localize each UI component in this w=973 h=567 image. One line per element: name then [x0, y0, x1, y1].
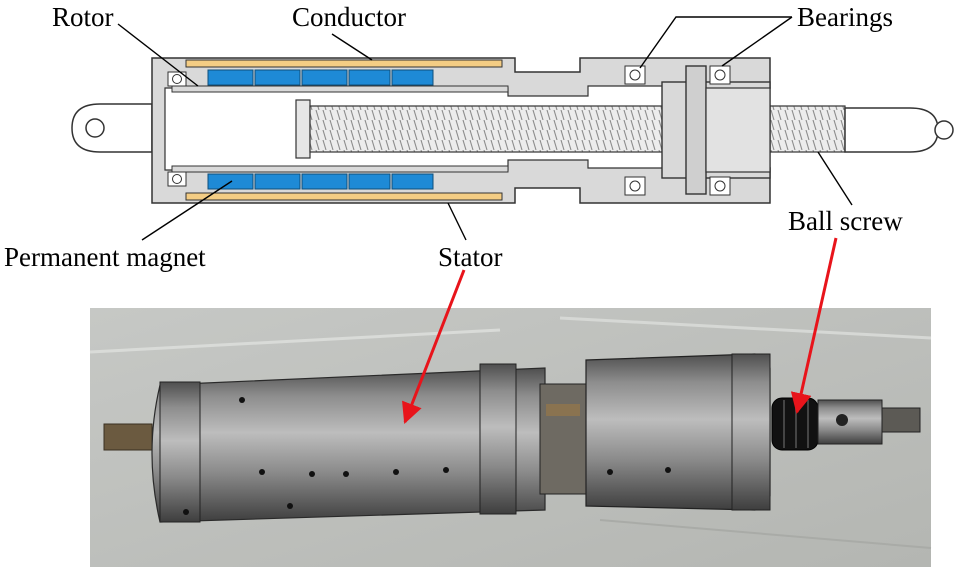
rotor-bearing-bottom — [167, 171, 187, 187]
cross-section-drawing — [71, 57, 954, 204]
rotor-sleeve-top — [171, 85, 509, 93]
photo-left-shaft — [103, 423, 153, 451]
label-ball-screw: Ball screw — [788, 206, 903, 236]
magnets-top — [207, 69, 434, 86]
stator-pointer-arrow — [402, 269, 466, 424]
shaft-coupling — [705, 87, 771, 173]
stator-leader — [447, 202, 467, 241]
rotor-bearing-top — [167, 71, 187, 87]
support-bearing-right-bottom — [709, 176, 731, 196]
left-mount-lug — [71, 103, 153, 153]
photo-rod-tip — [881, 407, 921, 433]
photo-rod-end — [817, 399, 883, 445]
photo-mid-ring — [479, 363, 517, 515]
label-stator: Stator — [438, 242, 503, 272]
label-permanent-magnet: Permanent magnet — [4, 242, 206, 272]
left-mount-hole — [85, 118, 105, 138]
pointer-arrows — [402, 237, 838, 424]
photo-housing-ring — [731, 353, 771, 511]
ball-screw-leader — [817, 151, 853, 206]
conductor-leader — [331, 33, 373, 61]
support-bearing-left-bottom — [624, 176, 646, 196]
right-mount-hole — [934, 120, 954, 140]
rotor-sleeve-bottom — [171, 165, 509, 173]
screw-nut-flange — [295, 99, 311, 159]
conductor-bottom — [185, 192, 503, 201]
prototype-photo — [89, 308, 932, 567]
photo-end-ring — [159, 381, 201, 523]
label-bearings: Bearings — [797, 2, 893, 32]
photo-coupling — [539, 383, 587, 495]
screw-shaft-inner — [309, 105, 666, 153]
right-rod-end — [844, 107, 939, 153]
ball-screw-pointer-arrow — [790, 237, 838, 415]
bearings-leader-right — [721, 16, 793, 67]
conductor-top — [185, 59, 503, 68]
bearings-leader-left — [639, 16, 792, 69]
magnets-bottom — [207, 173, 434, 190]
bearing-spacer — [685, 65, 707, 195]
screw-shaft-outer — [769, 105, 846, 153]
label-rotor: Rotor — [52, 2, 114, 32]
leader-lines — [117, 16, 853, 241]
magnet-leader — [141, 180, 233, 241]
photo-motor-body — [151, 367, 546, 523]
support-bearing-left-top — [624, 65, 646, 85]
rotor-leader — [117, 23, 199, 87]
label-conductor: Conductor — [292, 2, 406, 32]
support-bearing-right-top — [709, 65, 731, 85]
